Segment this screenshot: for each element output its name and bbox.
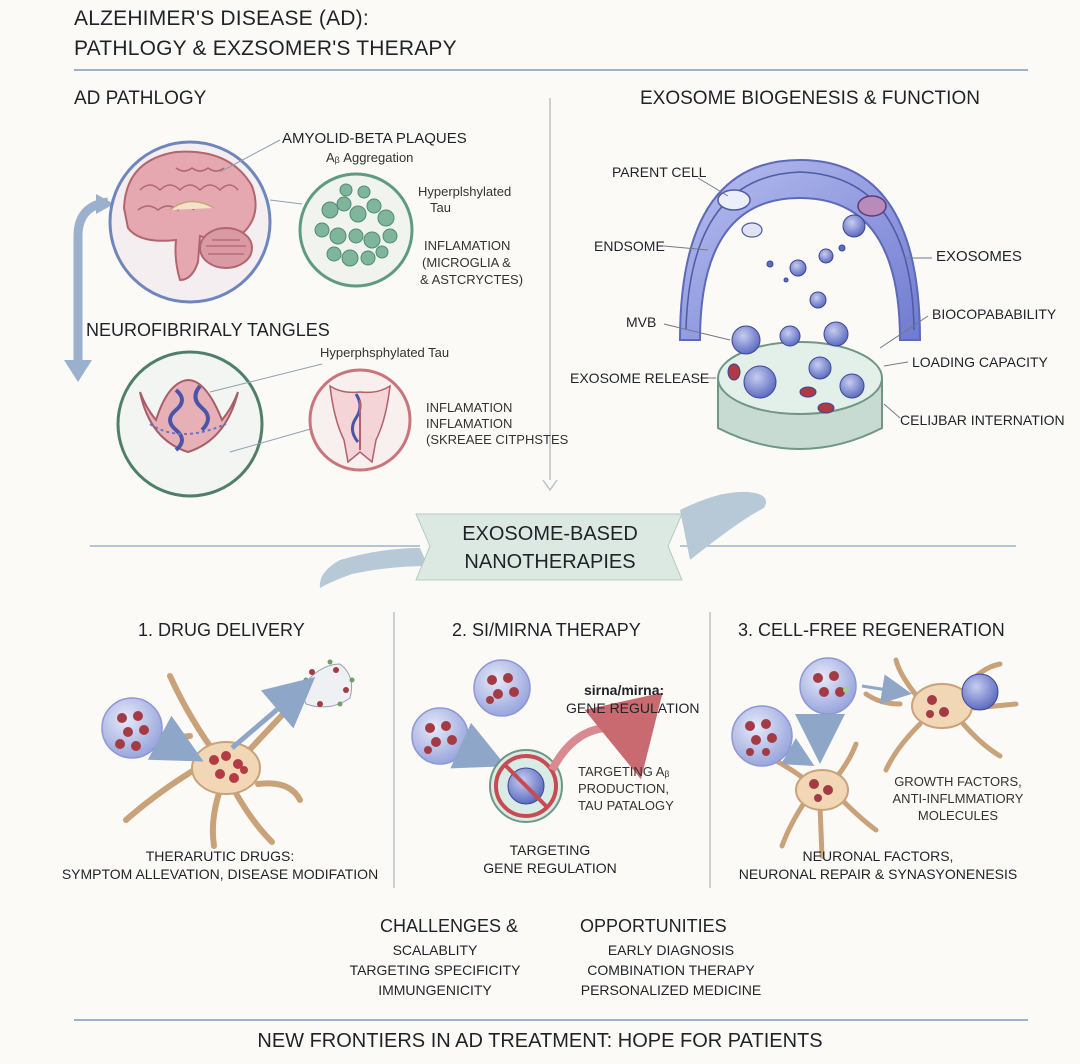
nanotherapies-banner	[319, 491, 766, 588]
neurofibrillary-tangles-illustration	[116, 350, 264, 498]
sirna-heading: 2. SI/MIRNA THERAPY	[452, 620, 641, 640]
inflammation-label-1c: & ASTCRYCTES)	[420, 272, 524, 287]
regeneration-neuron-small	[767, 741, 879, 859]
drug-delivery-heading: 1. DRUG DELIVERY	[138, 620, 305, 640]
internalization-label: CELIJBAR INTERNATION	[900, 412, 1065, 428]
inflammation-label-2c: (SKREAEE CITPHSTES	[426, 432, 569, 447]
page-title-line-2: PATHLOGY & EXZSOMER'S THERAPY	[74, 37, 457, 60]
challenge-item: SCALABLITY	[392, 942, 478, 958]
brain-illustration	[108, 140, 272, 304]
inflammation-illustration	[308, 368, 412, 472]
inflammation-label-1: INFLAMATION	[424, 238, 511, 253]
regen-caption-1: NEURONAL FACTORS,	[802, 848, 954, 864]
page-title-line-1: ALZEHIMER'S DISEASE (AD):	[74, 7, 369, 30]
regeneration-heading: 3. CELL-FREE REGENERATION	[738, 620, 1005, 640]
aggregation-label: Aᵦ Aggregation	[326, 150, 414, 165]
endosome-label: ENDSOME	[594, 238, 665, 254]
parent-cell-illustration	[678, 158, 922, 341]
amyloid-plaques-illustration	[298, 172, 414, 288]
exosome-leader-lines	[663, 177, 932, 419]
drug-caption-2: SYMPTOM ALLEVATION, DISEASE MODIFATION	[61, 866, 379, 882]
sirna-curve-arrow	[548, 692, 663, 780]
drug-delivery-neuron	[123, 659, 355, 849]
inflammation-label-2b: INFLAMATION	[426, 416, 513, 431]
banner-line-1: EXOSOME-BASED	[462, 523, 638, 545]
pathology-heading: AD PATHLOGY	[74, 88, 207, 109]
tau-label-2: Hyperphsphylated Tau	[320, 345, 450, 360]
exosome-heading: EXOSOME BIOGENESIS & FUNCTION	[640, 88, 980, 109]
drug-caption-1: THERARUTIC DRUGS:	[145, 848, 295, 864]
exosome-release-label: EXOSOME RELEASE	[570, 370, 710, 386]
challenge-item: TARGETING SPECIFICITY	[349, 962, 521, 978]
biocompatibility-label: BIOCOPABABILITY	[932, 306, 1057, 322]
tangles-heading: NEUROFIBRIRALY TANGLES	[86, 320, 330, 340]
challenges-heading: CHALLENGES &	[380, 916, 519, 936]
opportunity-item: COMBINATION THERAPY	[587, 962, 755, 978]
loading-capacity-label: LOADING CAPACITY	[912, 354, 1048, 370]
sirna-target-1: TARGETING Aᵦ	[578, 764, 670, 779]
growth-factors-1: GROWTH FACTORS,	[894, 774, 1022, 789]
regen-caption-2: NEURONAL REPAIR & SYNASYONENESIS	[738, 866, 1018, 882]
sirna-caption-1: TARGETING	[509, 842, 591, 858]
inflammation-label-2a: INFLAMATION	[426, 400, 513, 415]
footer-tagline: NEW FRONTIERS IN AD TREATMENT: HOPE FOR …	[257, 1030, 823, 1052]
blocked-cell-icon	[489, 749, 563, 823]
drug-vesicle	[101, 697, 204, 762]
tau-label-1: Hyperplshylated	[418, 184, 512, 199]
banner-line-2: NANOTHERAPIES	[464, 551, 636, 573]
sirna-target-2: PRODUCTION,	[578, 781, 669, 796]
regeneration-neuron-large	[863, 657, 1019, 773]
opportunity-item: EARLY DIAGNOSIS	[607, 942, 735, 958]
challenge-item: IMMUNGENICITY	[378, 982, 492, 998]
sirna-target-3: TAU PATALOGY	[578, 798, 674, 813]
exosome-vesicles	[727, 244, 865, 414]
double-arrow-icon	[64, 194, 114, 382]
inflammation-label-1b: (MICROGLIA &	[422, 255, 511, 270]
parent-cell-label: PARENT CELL	[612, 164, 707, 180]
sirna-note-2: GENE REGULATION	[566, 700, 700, 716]
growth-factors-2: ANTI-INFLMMATIORY	[892, 791, 1024, 806]
regeneration-vesicles	[731, 657, 912, 767]
mvb-label: MVB	[626, 314, 657, 330]
tau-label-1b: Tau	[430, 200, 451, 215]
sirna-vesicles	[411, 659, 531, 769]
opportunity-item: PERSONALIZED MEDICINE	[580, 982, 762, 998]
growth-factors-3: MOLECULES	[917, 808, 999, 823]
opportunities-heading: OPPORTUNITIES	[580, 916, 727, 936]
plaques-label: AMYOLID-BETA PLAQUES	[282, 130, 467, 147]
sirna-caption-2: GENE REGULATION	[483, 860, 617, 876]
sirna-note-1: sirna/mirna:	[584, 682, 665, 698]
exosomes-label: EXOSOMES	[936, 248, 1022, 265]
